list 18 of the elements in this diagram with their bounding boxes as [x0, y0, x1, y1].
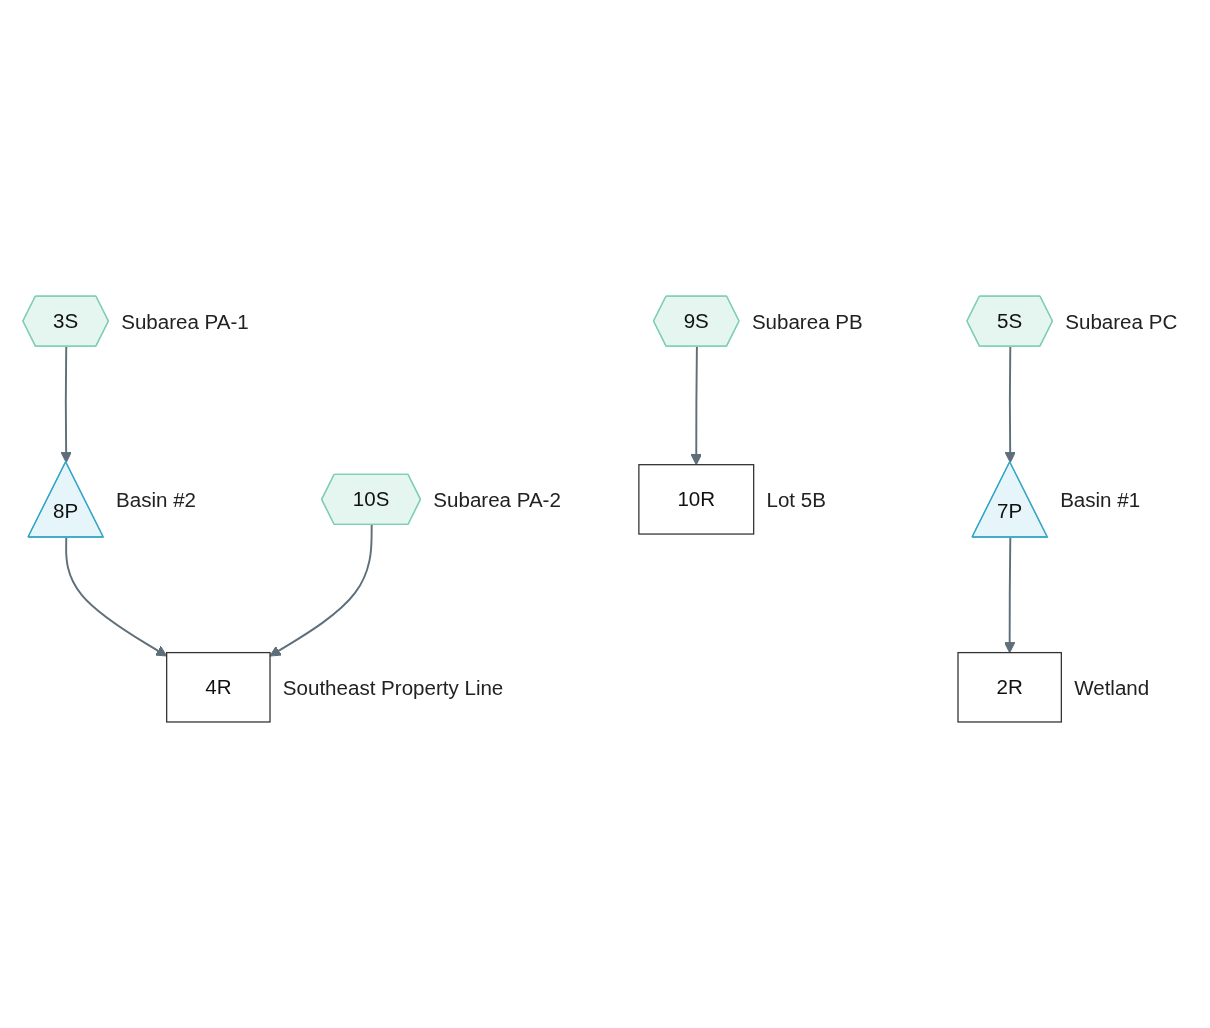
arrow [1004, 536, 1016, 654]
node-caption: Subarea PC [1065, 309, 1178, 333]
arrow [690, 345, 702, 466]
arrow [65, 536, 168, 657]
node-caption: Subarea PB [751, 309, 863, 333]
node-caption: Southeast Property Line [282, 676, 504, 699]
node-caption: Basin #2 [116, 488, 197, 512]
node-caption: Wetland [1074, 676, 1150, 699]
node-caption: Basin #1 [1060, 488, 1141, 512]
node-box: 4R [166, 651, 271, 723]
arrow [1004, 345, 1016, 463]
node-box: 10R [638, 464, 755, 535]
node-caption: Subarea PA-2 [433, 488, 561, 512]
arrow [60, 345, 72, 463]
node-caption: Lot 5B [766, 488, 826, 512]
node-caption: Subarea PA-1 [121, 309, 249, 333]
node-box: 2R [957, 651, 1062, 723]
arrow [269, 524, 373, 657]
